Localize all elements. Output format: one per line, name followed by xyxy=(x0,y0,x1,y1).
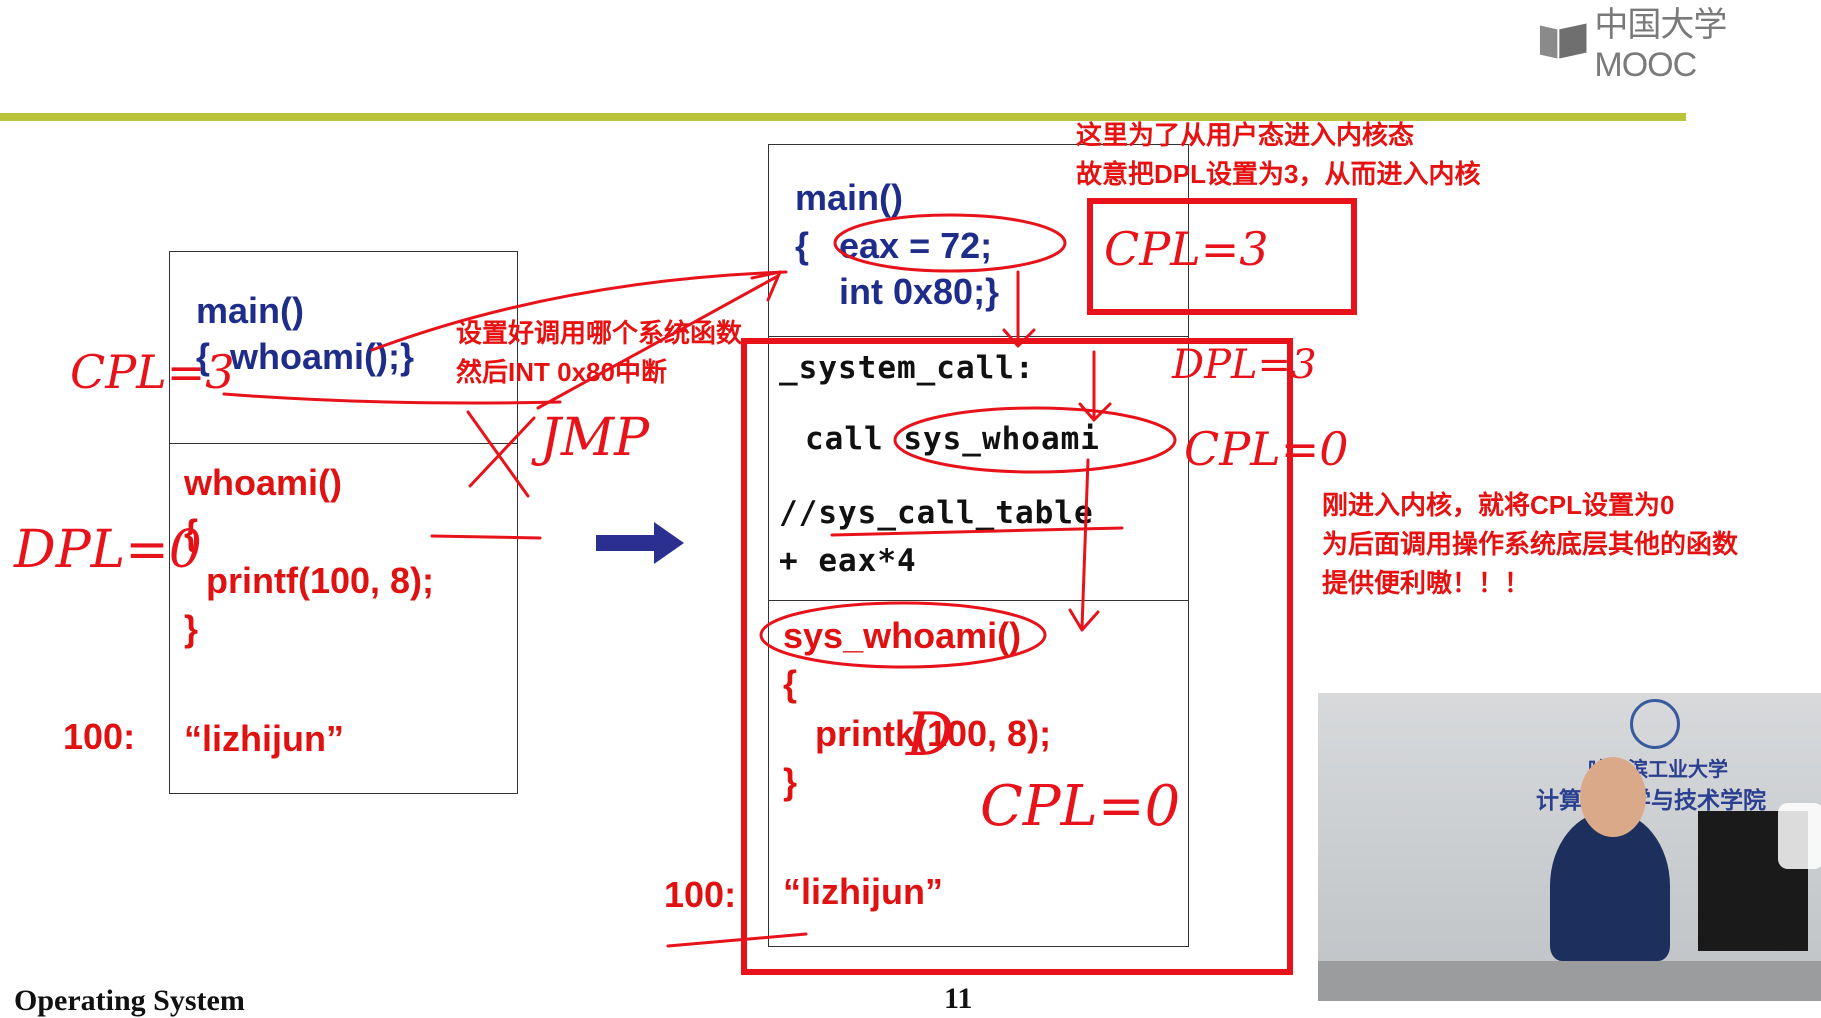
mooc-logo-icon xyxy=(1539,23,1587,59)
title-divider-bar xyxy=(0,113,1686,121)
left-box-divider xyxy=(170,443,517,444)
hand-cpl-zero-bottom: CPL=0 xyxy=(980,774,1181,839)
note-top-2: 故意把DPL设置为3，从而进入内核 xyxy=(1076,159,1481,189)
left-func-line3: printf(100, 8); xyxy=(206,560,435,601)
note-mid-2: 然后INT 0x80中断 xyxy=(456,357,667,387)
jump-arrow-curve xyxy=(370,270,788,352)
table-line1: //sys_call_table xyxy=(779,495,1094,531)
left-func-line4: } xyxy=(184,608,199,649)
left-main-underline xyxy=(222,392,562,405)
call-line: call sys_whoami xyxy=(805,421,1100,457)
video-play-icon[interactable] xyxy=(1778,803,1821,869)
right-addr-label: 100: xyxy=(664,874,737,915)
right-main-line2: { eax = 72; xyxy=(795,225,993,266)
note-top-1: 这里为了从用户态进入内核态 xyxy=(1076,120,1415,150)
left-func-line1: whoami() xyxy=(184,462,342,503)
jump-arrow-diag xyxy=(536,274,780,410)
hand-jmp: JMP xyxy=(540,408,650,468)
syscall-label: _system_call: xyxy=(779,350,1035,386)
sys-whoami-def-ellipse xyxy=(759,601,1047,669)
down-arrow-2 xyxy=(1078,350,1112,422)
hand-dpl-right: DPL=3 xyxy=(1172,342,1317,388)
sys-whoami-line1: sys_whoami() xyxy=(783,615,1022,656)
presenter-video[interactable]: 哈尔滨工业大学 计算机科学与技术学院 xyxy=(1318,693,1821,1001)
hand-cpl-left: CPL=3 xyxy=(70,345,235,399)
left-func-line2: { xyxy=(184,512,199,553)
sys-whoami-line4: } xyxy=(783,761,798,802)
table-line2: + eax*4 xyxy=(779,543,917,579)
note-right-1: 刚进入内核，就将CPL设置为0 xyxy=(1322,490,1675,520)
right-box-divider-1 xyxy=(769,336,1188,337)
left-main-line2: { whoami();} xyxy=(196,336,415,377)
jump-arrow-head xyxy=(750,270,782,302)
down-arrow-1 xyxy=(1002,270,1036,348)
hand-cpl-box: CPL=3 xyxy=(1104,222,1269,276)
mooc-logo: 中国大学MOOC xyxy=(1538,6,1821,84)
hand-cpl-zero-right: CPL=0 xyxy=(1184,422,1349,476)
presenter-head xyxy=(1580,757,1646,837)
right-string-value: “lizhijun” xyxy=(783,871,943,912)
sys-whoami-call-ellipse xyxy=(893,406,1177,474)
x-mark xyxy=(466,410,536,498)
footer-page-number: 11 xyxy=(944,982,973,1015)
right-box-divider-2 xyxy=(769,600,1188,601)
sys-whoami-line2: { xyxy=(783,663,798,704)
logo-text: 中国大学MOOC xyxy=(1594,6,1727,84)
left-memory-box: main() { whoami();} whoami() { printf(10… xyxy=(169,251,518,794)
bottom-underline xyxy=(666,932,808,948)
note-right-2: 为后面调用操作系统底层其他的函数 xyxy=(1322,529,1739,559)
left-bottom-underline xyxy=(430,534,542,540)
right-main-line1: main() xyxy=(795,177,903,218)
sys-whoami-line3: printk(100, 8); xyxy=(815,713,1052,754)
presenter-desk xyxy=(1318,961,1821,1001)
transition-arrow-icon xyxy=(596,522,684,564)
left-string-value: “lizhijun” xyxy=(184,718,344,759)
left-addr-label: 100: xyxy=(63,716,136,757)
university-emblem-icon xyxy=(1630,699,1680,749)
footer-title: Operating System xyxy=(14,984,245,1017)
video-banner-line2: 计算机科学与技术学院 xyxy=(1536,787,1766,813)
left-main-line1: main() xyxy=(196,290,304,331)
eax-ellipse xyxy=(833,213,1067,273)
right-memory-box: main() { eax = 72; int 0x80;} _system_ca… xyxy=(768,144,1189,947)
hand-d-mark: D xyxy=(906,700,955,770)
right-main-line3: int 0x80;} xyxy=(839,271,1000,312)
note-right-3: 提供便利嗷！！！ xyxy=(1322,568,1531,598)
hand-dpl-left: DPL=0 xyxy=(14,520,202,580)
table-underline xyxy=(830,526,1124,537)
cpl-highlight-frame xyxy=(1087,198,1357,315)
down-arrow-3 xyxy=(1068,458,1100,632)
